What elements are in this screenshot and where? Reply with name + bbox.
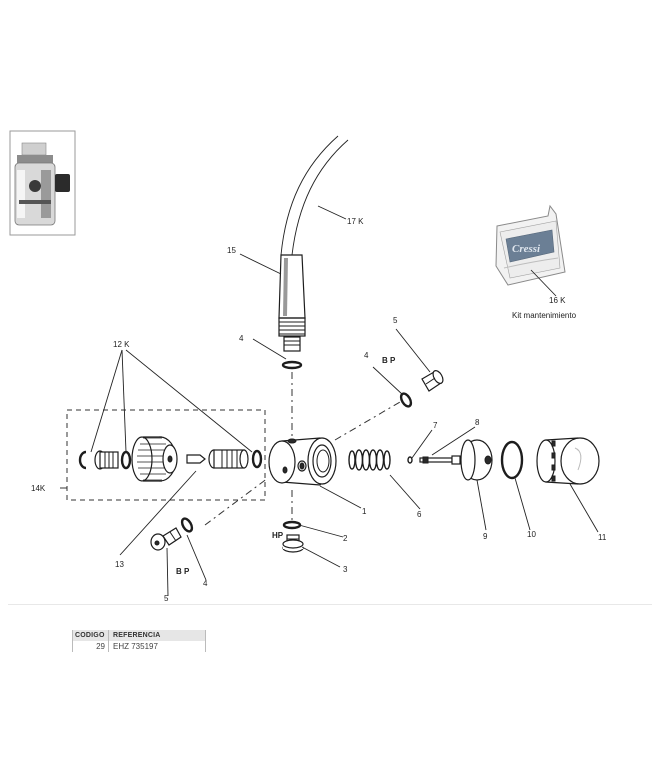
callout-17k: 17 K xyxy=(347,217,364,226)
oring-10 xyxy=(500,440,524,480)
spring-6 xyxy=(348,449,391,471)
oring-7 xyxy=(407,456,413,464)
callout-8: 8 xyxy=(475,418,480,427)
bp-label-top: B P xyxy=(382,356,396,365)
callout-12k: 12 K xyxy=(113,340,130,349)
table-row: 29 EHZ 735197 xyxy=(73,641,205,652)
oring-4-hose xyxy=(281,360,303,370)
kit-bag-16k: Cressi xyxy=(495,204,566,286)
hose-fitting-15 xyxy=(278,254,306,352)
callout-4-bottom: 4 xyxy=(203,579,208,588)
piston-stem-8 xyxy=(419,455,461,465)
callout-2: 2 xyxy=(343,534,348,543)
kit-label: Kit mantenimiento xyxy=(512,311,577,320)
assembly-axes xyxy=(204,372,401,526)
bp-plug-5-bottom xyxy=(150,517,194,551)
callout-6: 6 xyxy=(417,510,422,519)
bp-label-bottom: B P xyxy=(176,567,190,576)
piston-9 xyxy=(460,439,493,481)
reference-table: CODIGO REFERENCIA 29 EHZ 735197 xyxy=(72,630,206,652)
callout-4-hose: 4 xyxy=(239,334,244,343)
header-codigo: CODIGO xyxy=(73,630,109,641)
kit-brand-text: Cressi xyxy=(512,243,541,255)
callout-3: 3 xyxy=(343,565,348,574)
hose-17k xyxy=(280,135,349,256)
callout-5-bottom: 5 xyxy=(164,594,169,603)
hp-plug-3 xyxy=(282,520,304,553)
callout-labels: 17 K 15 4 5 4 B P 12 K 14K 1 2 HP 3 13 B… xyxy=(31,217,607,603)
section-divider xyxy=(8,604,652,605)
first-stage-body-1 xyxy=(268,437,337,486)
callout-11: 11 xyxy=(598,533,607,542)
callout-1: 1 xyxy=(362,507,367,516)
table-header: CODIGO REFERENCIA xyxy=(73,630,205,641)
product-thumbnail[interactable] xyxy=(9,130,76,236)
end-cap-11 xyxy=(536,437,600,485)
bp-plug-5-top xyxy=(399,370,444,408)
callout-4-top: 4 xyxy=(364,351,369,360)
hp-label: HP xyxy=(272,531,284,540)
callout-9: 9 xyxy=(483,532,488,541)
callout-15: 15 xyxy=(227,246,236,255)
cell-referencia: EHZ 735197 xyxy=(113,642,158,651)
callout-14k: 14K xyxy=(31,484,46,493)
leader-lines xyxy=(60,205,599,597)
callout-13: 13 xyxy=(115,560,124,569)
callout-10: 10 xyxy=(527,530,536,539)
callout-7: 7 xyxy=(433,421,438,430)
callout-5-top: 5 xyxy=(393,316,398,325)
header-referencia: REFERENCIA xyxy=(113,632,161,639)
kit-14k-boundary xyxy=(66,409,266,501)
left-parts-group xyxy=(78,436,263,482)
cell-codigo: 29 xyxy=(73,641,109,652)
callout-16k: 16 K xyxy=(549,296,566,305)
